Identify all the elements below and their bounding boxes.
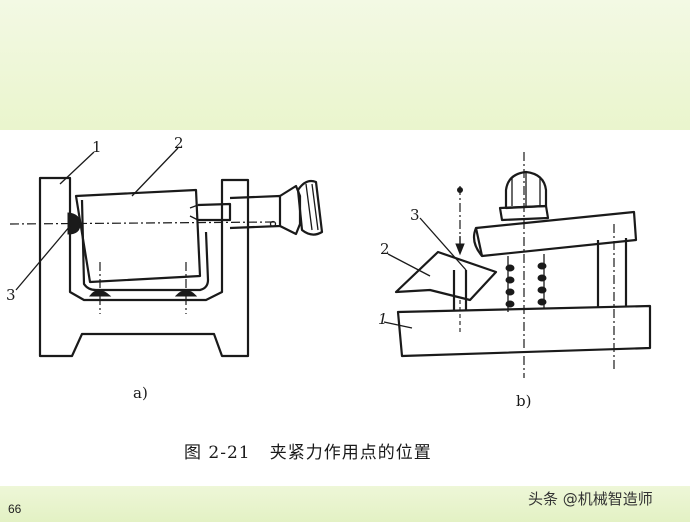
panel-b-callout-1: 1 (378, 310, 388, 328)
watermark: 头条 @机械智造师 (528, 490, 653, 508)
panel-a-drawing (9, 147, 324, 358)
figure-caption: 图 2-21 夹紧力作用点的位置 (184, 443, 432, 463)
panel-b-callout-2: 2 (380, 240, 390, 258)
footer-band (0, 486, 690, 522)
panel-a-callout-1: 1 (92, 138, 102, 156)
panel-b-drawing (383, 152, 652, 378)
page-number: 66 (8, 502, 22, 516)
panel-b-callout-3: 3 (410, 206, 420, 224)
panel-b-sublabel: b) (516, 392, 531, 410)
panel-a-callout-2: 2 (174, 134, 184, 152)
panel-a-callout-3: 3 (6, 286, 16, 304)
header-band (0, 0, 690, 130)
panel-a-sublabel: a) (133, 384, 148, 402)
